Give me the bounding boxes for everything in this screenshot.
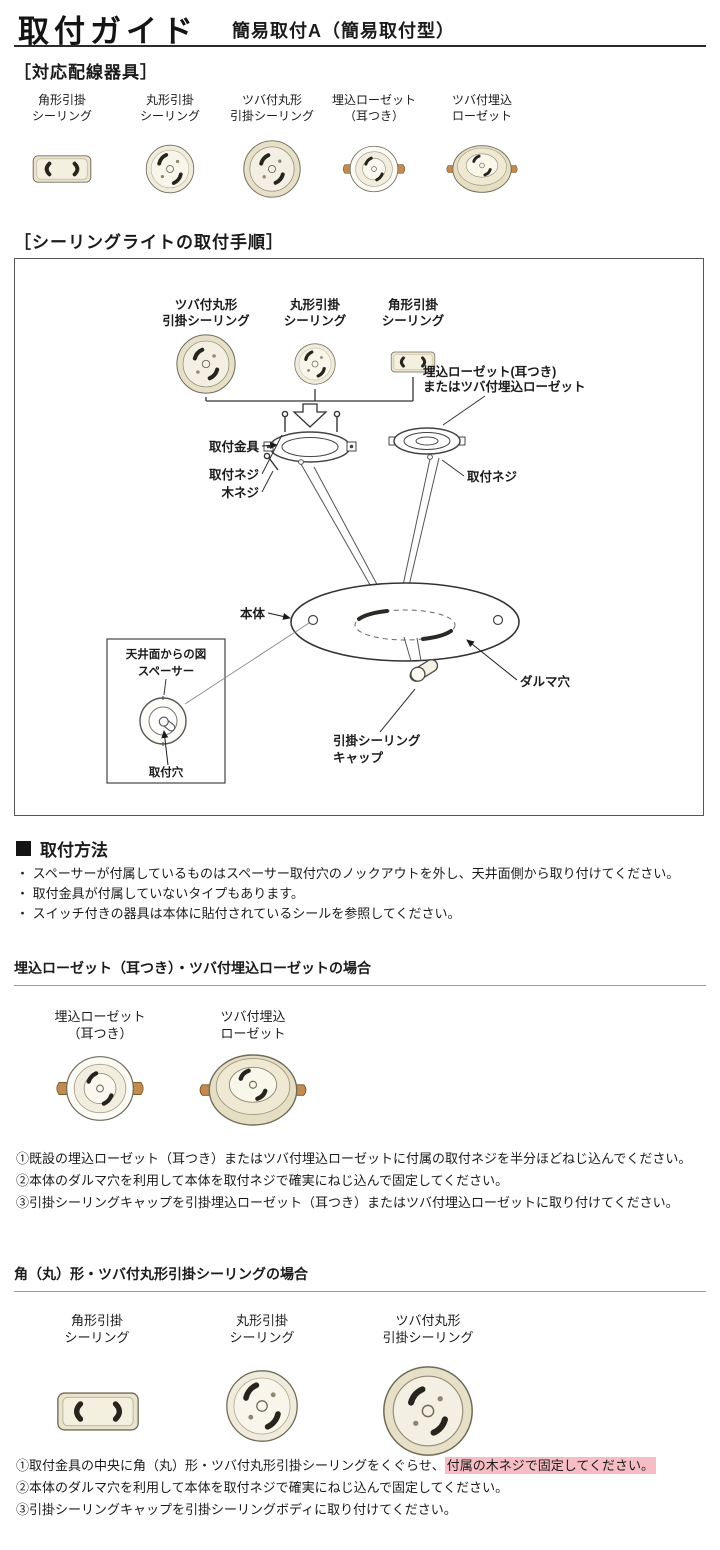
- daruma-pointer-line: [466, 639, 518, 681]
- tsuba-rosette-large-illustration: [195, 1048, 311, 1132]
- diagram-label-rosette-2: またはツバ付埋込ローゼット: [423, 379, 586, 394]
- body-pointer-line: [267, 612, 291, 620]
- diagram-label-round-1: 丸形引掛: [289, 297, 341, 312]
- tsuba-round-device-illustration: [177, 335, 235, 393]
- diagram-label-cap-1: 引掛シーリング: [333, 733, 421, 748]
- diagram-label-body: 本体: [240, 606, 266, 621]
- rosette-step-3: ③引掛シーリングキャップを引掛埋込ローゼット（耳つき）またはツバ付埋込ローゼット…: [16, 1195, 679, 1210]
- method-heading-text: 取付方法: [40, 841, 108, 860]
- mounting-bracket-illustration: [263, 431, 357, 463]
- selector-bracket-lines: [205, 377, 414, 402]
- mounting-screws-illustration: [263, 410, 341, 471]
- device-label-line1: ツバ付丸形: [241, 93, 302, 107]
- mount-hole-pointer-line: [161, 730, 169, 766]
- rosette-case-label-1: 埋込ローゼット （耳つき）: [54, 1009, 146, 1041]
- down-arrow: [292, 403, 328, 428]
- device-label-line2: シーリング: [31, 109, 92, 123]
- black-square-icon: [16, 841, 31, 856]
- round-device-illustration: [293, 342, 337, 386]
- page-subtitle: 簡易取付A（簡易取付型）: [232, 21, 455, 41]
- diagram-label-round-2: シーリング: [284, 313, 347, 328]
- device-label-line1: 埋込ローゼット: [331, 93, 416, 107]
- hook-step-1: ①取付金具の中央に角（丸）形・ツバ付丸形引掛シーリングをくぐらせ、付属の木ネジで…: [16, 1455, 716, 1476]
- compat-item-rosette-ear: 埋込ローゼット （耳つき）: [318, 92, 430, 202]
- diagram-label-neji-left: 取付ネジ: [209, 467, 260, 482]
- square-hook-large-illustration: [52, 1388, 144, 1435]
- round-hook-ceiling-illustration: [143, 142, 197, 196]
- recessed-rosette-illustration: [338, 143, 410, 195]
- method-bullet-3: ・ スイッチ付きの器具は本体に貼付されているシールを参照してください。: [16, 906, 461, 921]
- cap-illustration: [403, 636, 439, 682]
- diagram-label-ceiling-view: 天井面からの図: [126, 647, 207, 661]
- method-bullet-2: ・ 取付金具が付属していないタイプもあります。: [16, 886, 304, 901]
- rosette-ring-illustration: [388, 427, 466, 455]
- hook-case-heading: 角（丸）形・ツバ付丸形引掛シーリングの場合: [14, 1264, 706, 1292]
- spacer-illustration: [139, 696, 187, 746]
- device-label-line1: 角形引掛: [37, 93, 86, 107]
- diagram-label-mount-hole: 取付穴: [149, 765, 184, 779]
- hook-step-3: ③引掛シーリングキャップを引掛シーリングボディに取り付けてください。: [16, 1502, 457, 1517]
- diagram-label-cap-2: キャップ: [333, 750, 384, 765]
- diagram-label-tsuba-round-2: 引掛シーリング: [162, 313, 250, 328]
- hook-step-1-text: ①取付金具の中央に角（丸）形・ツバ付丸形引掛シーリングをくぐらせ、: [16, 1458, 445, 1473]
- flanged-round-hook-ceiling-illustration: [242, 139, 302, 199]
- ki-neji-pointer-line: [261, 470, 274, 493]
- hook-case-label-1: 角形引掛 シーリング: [64, 1313, 130, 1345]
- diagram-label-daruma: ダルマ穴: [520, 674, 571, 689]
- hook-case-label-2: 丸形引掛 シーリング: [229, 1313, 295, 1345]
- installation-diagram: ツバ付丸形 引掛シーリング 丸形引掛 シーリング 角形引掛 シーリング 埋込ロー…: [106, 297, 586, 784]
- neji-left-pointer-line: [261, 434, 283, 475]
- diagram-label-rosette-1: 埋込ローゼット(耳つき): [423, 364, 556, 379]
- diagram-label-spacer: スペーサー: [138, 665, 194, 678]
- device-label-line2: 引掛シーリング: [229, 109, 314, 123]
- rosette-pointer-line: [442, 395, 486, 426]
- diagram-label-neji-right: 取付ネジ: [467, 469, 518, 484]
- body-illustration: [290, 582, 520, 662]
- diagram-label-square-1: 角形引掛: [388, 297, 439, 312]
- cap-pointer-line: [379, 688, 416, 733]
- diagram-label-kanagu: 取付金具: [209, 439, 260, 454]
- device-label-line2: （耳つき）: [343, 109, 404, 123]
- procedure-heading: ［シーリングライトの取付手順］: [14, 233, 284, 252]
- device-label-line1: ツバ付埋込: [451, 93, 512, 107]
- spacer-to-body-line: [184, 622, 310, 705]
- rosette-ear-large-illustration: [50, 1052, 150, 1125]
- ceiling-view-box: 天井面からの図 スペーサー 取付穴: [106, 638, 226, 784]
- hook-case-label-3: ツバ付丸形 引掛シーリング: [382, 1313, 474, 1345]
- long-screw-lines: [298, 454, 440, 591]
- diagram-label-tsuba-round-1: ツバ付丸形: [175, 297, 238, 312]
- kanagu-pointer-line: [261, 441, 278, 449]
- procedure-diagram-box: ツバ付丸形 引掛シーリング 丸形引掛 シーリング 角形引掛 シーリング 埋込ロー…: [14, 258, 704, 816]
- method-bullet-1: ・ スペーサーが付属しているものはスペーサー取付穴のノックアウトを外し、天井面側…: [16, 866, 680, 881]
- diagram-label-ki-neji: 木ネジ: [220, 485, 259, 500]
- round-hook-large-illustration: [222, 1366, 302, 1446]
- neji-right-pointer-line: [441, 459, 465, 477]
- rosette-step-2: ②本体のダルマ穴を利用して本体を取付ネジで確実にねじ込んで固定してください。: [16, 1173, 509, 1188]
- device-label-line2: ローゼット: [451, 109, 512, 123]
- compat-item-square: 角形引掛 シーリング: [6, 92, 118, 202]
- method-heading: 取付方法: [16, 836, 108, 861]
- compatible-devices-heading: ［対応配線器具］: [14, 63, 158, 82]
- header-rule: [14, 45, 706, 47]
- square-hook-ceiling-illustration: [29, 152, 95, 186]
- device-label-line1: 丸形引掛: [145, 93, 194, 107]
- rosette-case-label-2: ツバ付埋込 ローゼット: [220, 1009, 286, 1041]
- rosette-case-heading: 埋込ローゼット（耳つき）・ツバ付埋込ローゼットの場合: [14, 958, 706, 986]
- compat-item-round: 丸形引掛 シーリング: [114, 92, 226, 202]
- tsuba-round-large-illustration: [381, 1364, 475, 1458]
- device-label-line2: シーリング: [139, 109, 200, 123]
- hook-step-1-highlight: 付属の木ネジで固定してください。: [444, 1457, 656, 1474]
- compat-item-tsuba-round: ツバ付丸形 引掛シーリング: [216, 92, 328, 202]
- diagram-label-square-2: シーリング: [382, 313, 445, 328]
- hook-step-2: ②本体のダルマ穴を利用して本体を取付ネジで確実にねじ込んで固定してください。: [16, 1480, 509, 1495]
- compat-item-tsuba-rosette: ツバ付埋込 ローゼット: [426, 92, 538, 202]
- page-title: 取付ガイド: [18, 14, 198, 49]
- flanged-recessed-rosette-illustration: [442, 141, 522, 197]
- rosette-step-1: ①既設の埋込ローゼット（耳つき）またはツバ付埋込ローゼットに付属の取付ネジを半分…: [16, 1151, 692, 1166]
